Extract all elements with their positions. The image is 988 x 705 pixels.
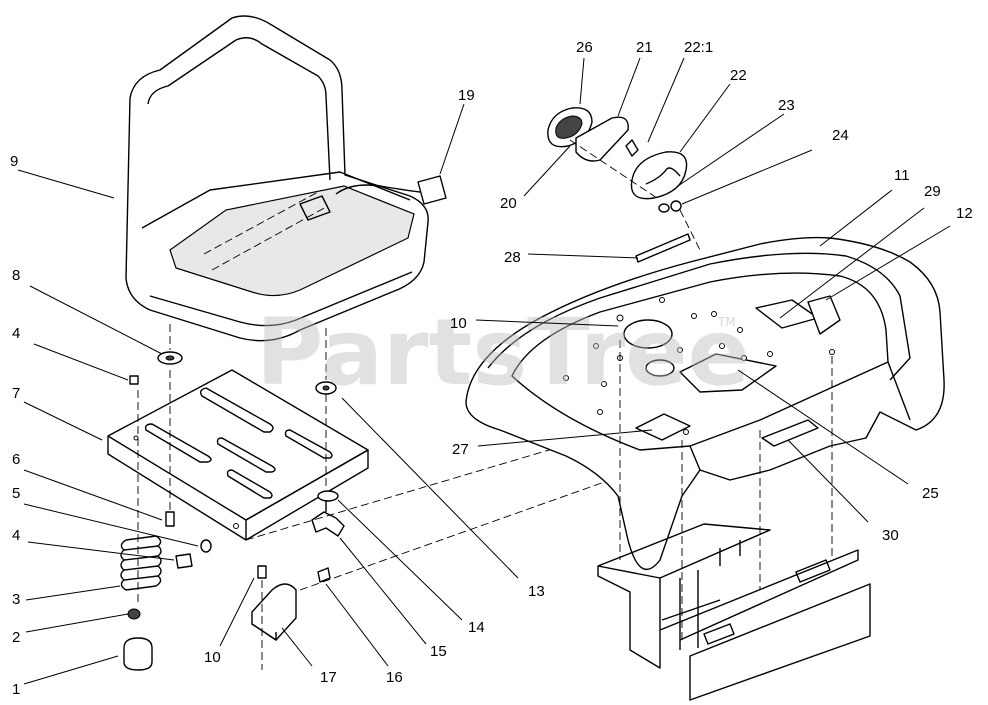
callout-5: 5	[12, 485, 20, 502]
callout-16: 16	[386, 669, 403, 686]
callout-13: 13	[528, 583, 545, 600]
fender-assembly	[465, 107, 945, 701]
callout-23: 23	[778, 97, 795, 114]
leader-lines	[17, 57, 951, 685]
callout-labels: 26 21 22:1 22 23 24 19 9 20 11 29 12 28 …	[10, 39, 973, 698]
seat-hardware	[120, 324, 651, 671]
callout-15: 15	[430, 643, 447, 660]
callout-4-bottom: 4	[12, 527, 20, 544]
callout-8: 8	[12, 267, 20, 284]
callout-26: 26	[576, 39, 593, 56]
watermark-tm: TM	[717, 315, 736, 329]
callout-22-1: 22:1	[684, 39, 713, 56]
callout-2: 2	[12, 629, 20, 646]
callout-24: 24	[832, 127, 849, 144]
seat-mount-plate	[107, 369, 369, 541]
callout-7: 7	[12, 385, 20, 402]
callout-10-bottom: 10	[204, 649, 221, 666]
callout-12: 12	[956, 205, 973, 222]
callout-29: 29	[924, 183, 941, 200]
callout-28: 28	[504, 249, 521, 266]
callout-4-top: 4	[12, 325, 20, 342]
callout-10-top: 10	[450, 315, 467, 332]
callout-3: 3	[12, 591, 20, 608]
fender-holes	[563, 297, 835, 435]
callout-20: 20	[500, 195, 517, 212]
callout-22: 22	[730, 67, 747, 84]
callout-14: 14	[468, 619, 485, 636]
callout-30: 30	[882, 527, 899, 544]
watermark-text: PartsTree	[256, 299, 750, 406]
callout-19: 19	[458, 87, 475, 104]
callout-27: 27	[452, 441, 469, 458]
watermark: PartsTree TM	[256, 299, 750, 406]
callout-25: 25	[922, 485, 939, 502]
seat	[125, 15, 447, 342]
callout-21: 21	[636, 39, 653, 56]
callout-9: 9	[10, 153, 18, 170]
callout-1: 1	[12, 681, 20, 698]
callout-6: 6	[12, 451, 20, 468]
callout-11: 11	[894, 167, 910, 184]
callout-17: 17	[320, 669, 337, 686]
